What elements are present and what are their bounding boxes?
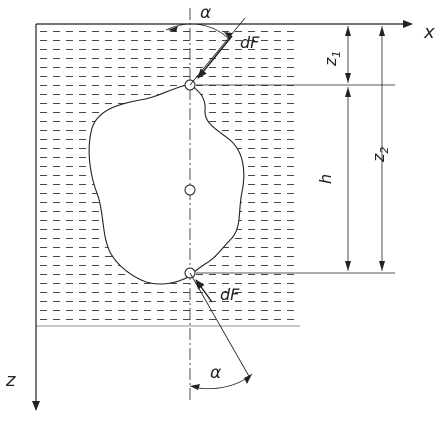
- alpha-top-label: α: [200, 3, 211, 23]
- top-alpha-arc: [165, 23, 231, 41]
- z2-subscript: 2: [378, 147, 391, 154]
- z-axis-label: z: [5, 370, 16, 391]
- dF-top-label: dF: [240, 33, 260, 52]
- alpha-bottom-label: α: [210, 363, 221, 383]
- top-dF-arrow: [197, 35, 233, 79]
- bottom-normal-line: [189, 272, 251, 379]
- z2-label: z: [369, 153, 388, 163]
- x-axis-label: x: [423, 22, 435, 43]
- z1-label: z: [321, 57, 340, 67]
- svg-text:z1: z1: [321, 51, 343, 67]
- h-label: h: [316, 174, 335, 184]
- svg-text:z2: z2: [369, 147, 391, 163]
- centroid-point: [184, 184, 196, 196]
- bottom-dF-arrow: [195, 279, 213, 303]
- z1-subscript: 1: [330, 51, 343, 58]
- dF-bottom-label: dF: [220, 285, 240, 304]
